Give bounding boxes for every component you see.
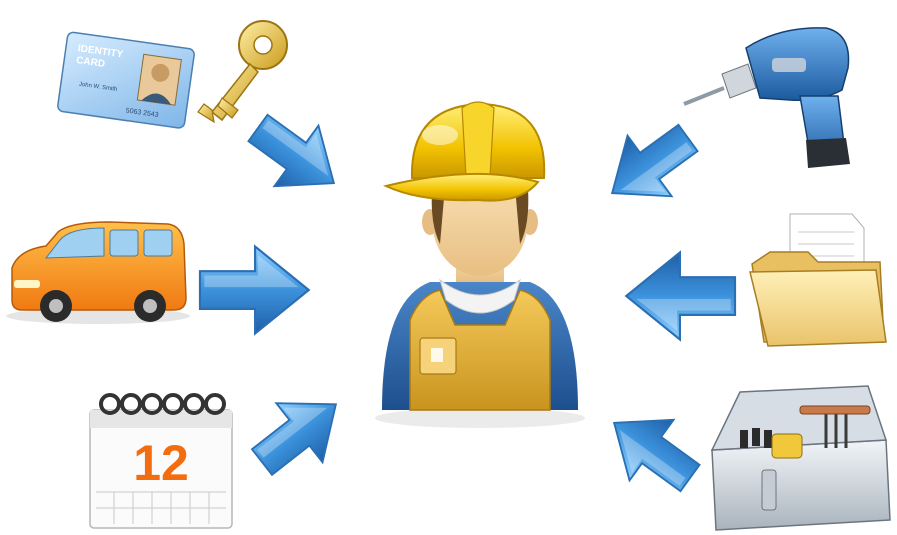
key-icon (198, 21, 287, 122)
arrow-calendar-to-worker (239, 375, 359, 492)
id-card-icon: IDENTITY CARD John W. Smith 5063 2543 (57, 32, 195, 129)
drill-icon (684, 28, 850, 168)
worker-icon (375, 102, 585, 428)
arrow-toolbox-to-worker (592, 393, 712, 509)
arrow-id-card-to-worker (236, 98, 356, 214)
calendar-icon: 12 (90, 395, 232, 528)
arrow-drill-to-worker (590, 108, 710, 224)
calendar-day: 12 (133, 435, 189, 491)
arrow-folder-to-worker (626, 253, 735, 340)
folder-icon (750, 214, 886, 346)
toolbox-icon (712, 386, 890, 530)
arrow-van-to-worker (200, 247, 309, 334)
van-icon (6, 222, 190, 324)
